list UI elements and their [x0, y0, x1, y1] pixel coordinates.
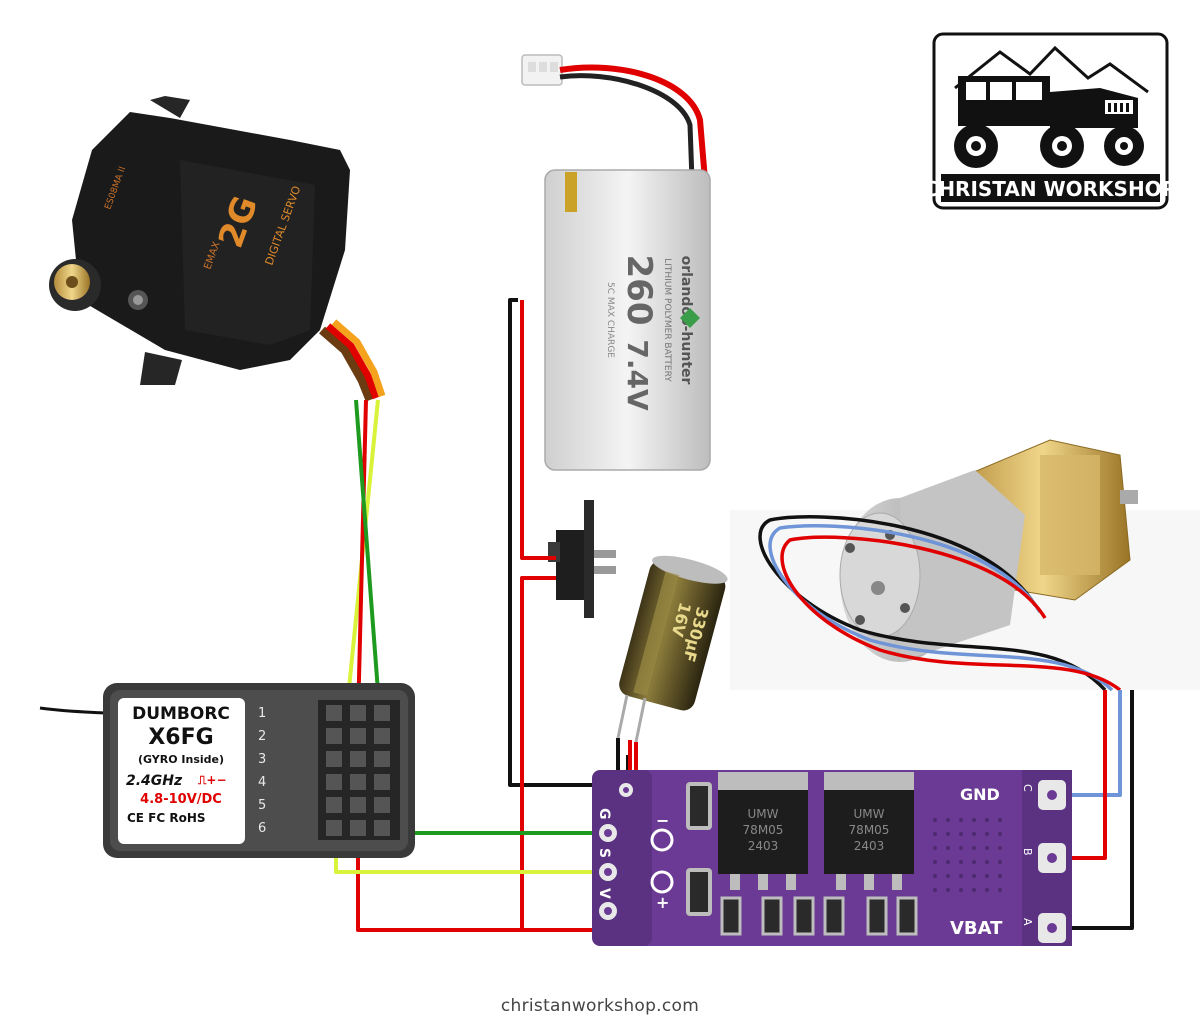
- esc-polarity-plus: +: [656, 893, 669, 912]
- regulator-2-line3: 2403: [854, 839, 885, 853]
- regulator-1-line3: 2403: [748, 839, 779, 853]
- wire-servo-power: [356, 399, 368, 719]
- receiver-certs: CE FC RoHS: [127, 811, 206, 825]
- regulator-2: UMW 78M05 2403: [824, 772, 914, 890]
- receiver-band-icon: ⎍+−: [197, 773, 227, 787]
- channel-6: 6: [258, 821, 266, 836]
- logo-text: CHRISTAN WORKSHOP: [924, 177, 1177, 201]
- battery-charge: 5C MAX CHARGE: [605, 282, 615, 358]
- receiver-pin-header[interactable]: [318, 700, 400, 840]
- capacitor: 330µF 16V: [619, 555, 728, 711]
- esc-label-gnd: GND: [960, 785, 1000, 804]
- servo: 2G DIGITAL SERVO EMAX ES08MA II: [49, 96, 386, 402]
- esc-polarity-minus: −: [656, 811, 669, 830]
- esc-pin-c: C: [1021, 784, 1034, 792]
- receiver-brand: DUMBORC: [132, 704, 230, 724]
- footer-url[interactable]: christanworkshop.com: [500, 996, 700, 1016]
- mountains-icon: [954, 45, 1149, 94]
- battery-line: LITHIUM POLYMER BATTERY: [662, 258, 672, 382]
- wire-motor-a: [1050, 690, 1134, 930]
- regulator-1-line2: 78M05: [743, 823, 784, 837]
- esc-label-vbat: VBAT: [950, 918, 1003, 939]
- regulator-2-line2: 78M05: [849, 823, 890, 837]
- battery-capacity: 260: [619, 255, 659, 326]
- regulator-1-line1: UMW: [747, 807, 778, 821]
- battery-logo-icon: [680, 308, 700, 328]
- receiver: DUMBORC X6FG (GYRO Inside) 2.4GHz ⎍+− 4.…: [39, 683, 415, 858]
- wire-servo-ground: [354, 399, 382, 719]
- channel-4: 4: [258, 775, 266, 790]
- slide-switch[interactable]: [548, 500, 616, 618]
- esc-pin-a: A: [1021, 918, 1034, 926]
- receiver-voltage: 4.8-10V/DC: [140, 792, 222, 807]
- wire-battery-positive: [520, 300, 556, 560]
- regulator-2-line1: UMW: [853, 807, 884, 821]
- channel-2: 2: [258, 729, 266, 744]
- esc-right-pads[interactable]: [1038, 780, 1066, 943]
- receiver-model: X6FG: [148, 725, 213, 750]
- channel-5: 5: [258, 798, 266, 813]
- battery: orlandoo-hunter LITHIUM POLYMER BATTERY …: [521, 54, 711, 471]
- esc-pin-v: V: [596, 888, 612, 899]
- jeep-icon: [954, 76, 1144, 168]
- receiver-antenna: [39, 706, 106, 715]
- channel-3: 3: [258, 752, 266, 767]
- esc-left-pads[interactable]: [599, 783, 633, 920]
- esc-pin-g: G: [596, 808, 612, 820]
- regulator-1: UMW 78M05 2403: [718, 772, 808, 890]
- wire-motor-c: [1050, 690, 1122, 797]
- logo: CHRISTAN WORKSHOP: [924, 32, 1177, 210]
- receiver-gyro: (GYRO Inside): [138, 753, 224, 766]
- channel-1: 1: [258, 706, 266, 721]
- receiver-band: 2.4GHz: [126, 773, 183, 789]
- gear-motor: [730, 439, 1200, 692]
- esc-pin-b: B: [1021, 848, 1034, 856]
- esc-board: G S V − + UMW 78M05 2403 UMW 78M05 2403: [592, 770, 1072, 946]
- esc-pin-s: S: [596, 848, 612, 858]
- battery-voltage: 7.4V: [621, 339, 654, 411]
